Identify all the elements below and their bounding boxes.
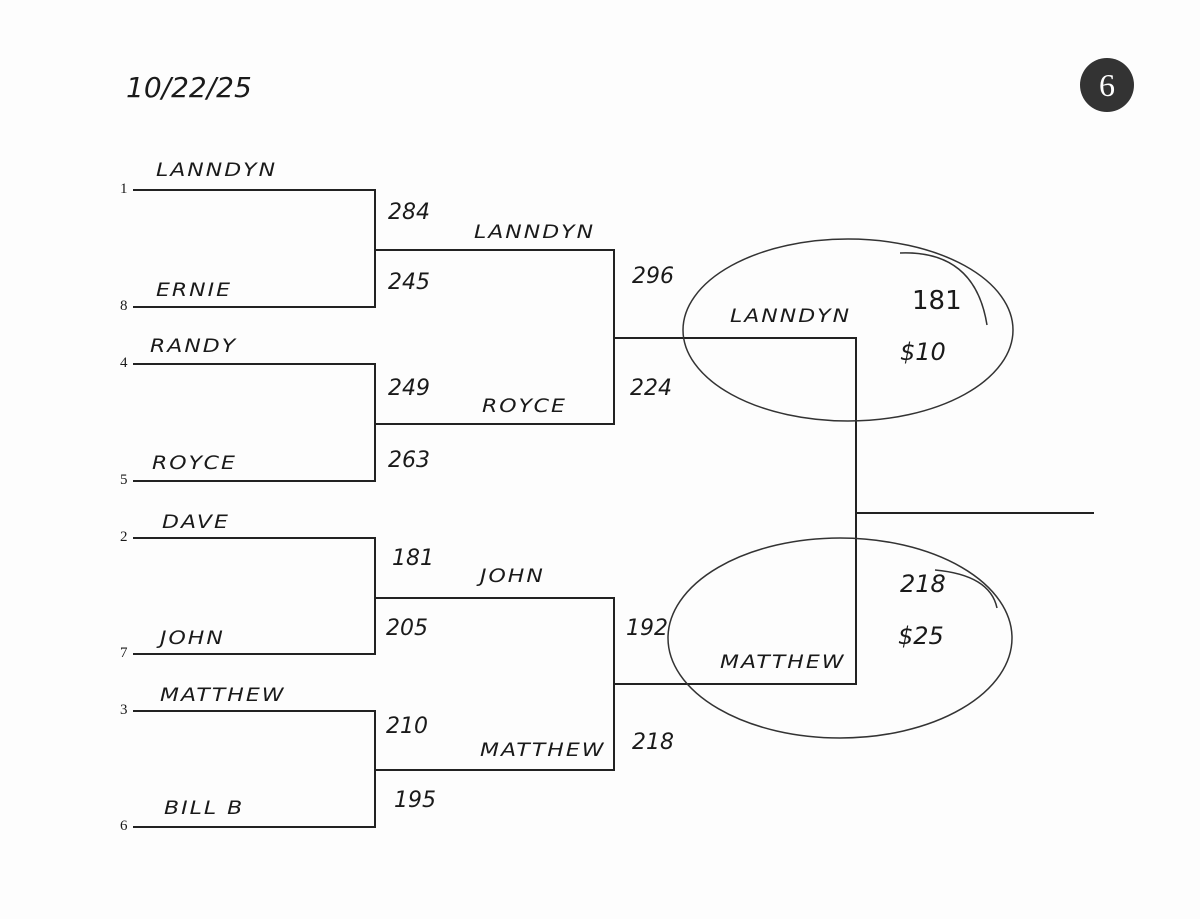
player-name: Matthew (720, 651, 846, 674)
score: 263 (388, 448, 430, 473)
circle-top (682, 238, 1014, 422)
player-name: Matthew (480, 739, 606, 762)
r3-match (614, 337, 857, 685)
player-name: Bill B (164, 797, 245, 820)
page-number-badge: 6 (1080, 58, 1134, 112)
seed: 1 (120, 181, 128, 197)
seed: 3 (120, 702, 128, 718)
player-name: Lanndyn (474, 221, 596, 244)
player-name: Matthew (160, 684, 286, 707)
final-score: 181 (912, 286, 962, 316)
seed: 6 (120, 818, 128, 834)
score: 181 (392, 546, 434, 571)
r1-match-2 (133, 363, 376, 482)
score: 218 (632, 730, 674, 755)
score: 284 (388, 200, 430, 225)
score: 296 (632, 264, 674, 289)
seed: 7 (120, 645, 128, 661)
prize-amount: $10 (900, 338, 946, 366)
seed: 2 (120, 529, 128, 545)
score: 195 (394, 788, 436, 813)
prize-amount: $25 (898, 622, 944, 650)
seed: 4 (120, 355, 128, 371)
player-name: Ernie (156, 279, 233, 302)
score: 205 (386, 616, 428, 641)
score: 192 (626, 616, 668, 641)
player-name: Lanndyn (156, 159, 278, 182)
player-name: Lanndyn (730, 305, 852, 328)
player-name: John (480, 565, 545, 588)
r1-match-3 (133, 537, 376, 655)
player-name: Dave (162, 511, 230, 534)
score: 245 (388, 270, 430, 295)
score: 249 (388, 376, 430, 401)
player-name: John (160, 627, 225, 650)
player-name: Randy (150, 335, 238, 358)
seed: 5 (120, 472, 128, 488)
final-score: 218 (900, 570, 946, 598)
score: 224 (630, 376, 672, 401)
circle-bottom (667, 537, 1013, 739)
date: 10/22/25 (126, 71, 252, 104)
seed: 8 (120, 298, 128, 314)
r1-match-1 (133, 189, 376, 308)
player-name: Royce (152, 452, 237, 475)
player-name: Royce (482, 395, 567, 418)
score: 210 (386, 714, 428, 739)
